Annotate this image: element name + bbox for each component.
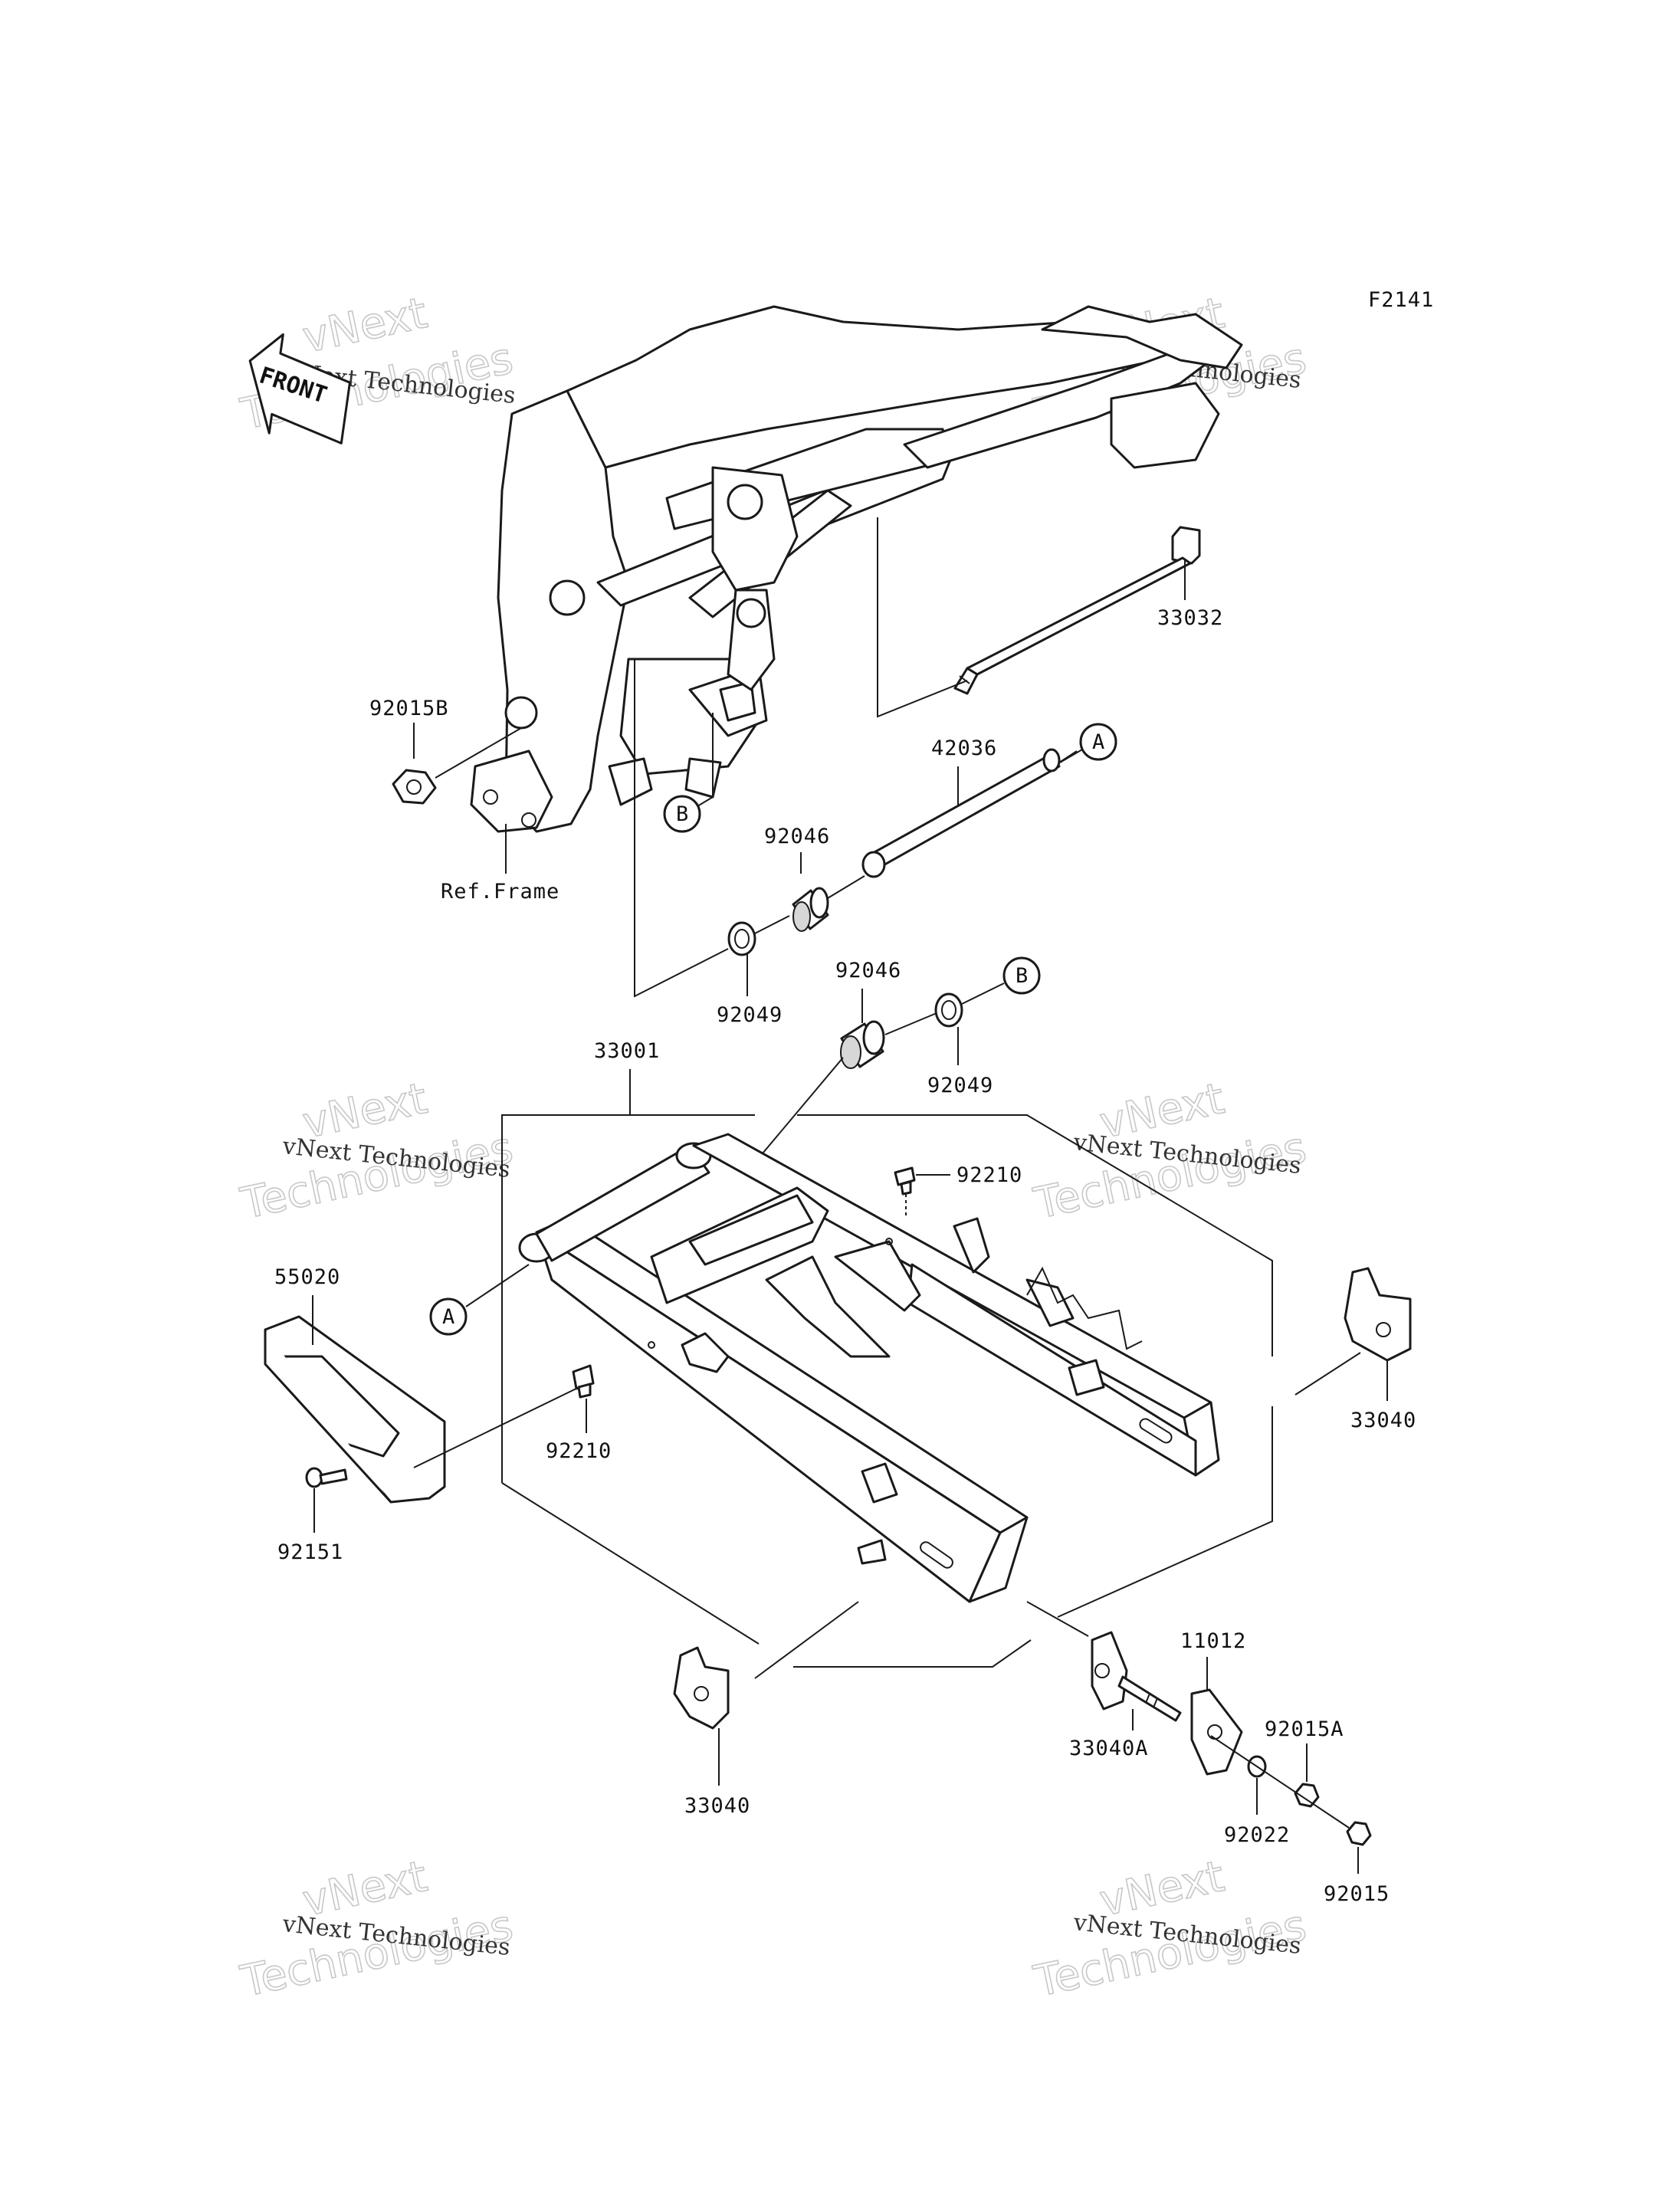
- bolt-92151: [305, 1467, 348, 1488]
- plate-11012: [1190, 1688, 1243, 1776]
- part-92151-label: 92151: [277, 1540, 343, 1564]
- part-92049-upper-label: 92049: [717, 1003, 783, 1027]
- part-92210-side-label: 92210: [546, 1439, 612, 1463]
- part-92015-label: 92015: [1324, 1882, 1390, 1906]
- nut-92015a: [1294, 1783, 1320, 1808]
- part-92046-lower-label: 92046: [835, 959, 901, 982]
- part-33040-bottom-label: 33040: [684, 1794, 750, 1818]
- chain-guard-55020: [264, 1315, 446, 1504]
- part-33001-label: 33001: [594, 1039, 660, 1063]
- watermark-mid-right: vNext Technologies vNext Technologies: [1029, 1073, 1311, 1229]
- callout-a-lower: [429, 1297, 468, 1336]
- swingarm-33001: [518, 1133, 1220, 1603]
- callout-b-lower-text: B: [1016, 964, 1029, 988]
- part-92046-upper-label: 92046: [764, 825, 830, 848]
- callout-a-lower-text: A: [442, 1305, 455, 1329]
- collar-42036: [861, 748, 1061, 878]
- main-frame: [470, 305, 1243, 833]
- part-92015a-label: 92015A: [1265, 1717, 1344, 1741]
- bearing-92046-lower: [840, 1020, 885, 1069]
- front-arrow-icon: FRONT: [248, 333, 351, 444]
- chain-adjuster-33040-right: [1344, 1267, 1412, 1362]
- diagram-code: F2141: [1368, 288, 1434, 312]
- callout-b-lower: [1002, 956, 1041, 995]
- part-33040a-label: 33040A: [1069, 1737, 1149, 1760]
- part-55020-label: 55020: [274, 1265, 340, 1289]
- part-92049-lower-label: 92049: [927, 1074, 993, 1097]
- screw-92210-side: [572, 1364, 595, 1399]
- part-92015b-label: 92015B: [369, 697, 449, 720]
- part-92022-label: 92022: [1224, 1823, 1290, 1847]
- watermark-bottom-right: vNext Technologies vNext Technologies: [1029, 1851, 1311, 2007]
- part-42036-label: 42036: [931, 736, 997, 760]
- callout-a-top: [1079, 723, 1117, 761]
- bearing-92046-upper: [792, 887, 829, 932]
- part-92210-top-label: 92210: [956, 1163, 1022, 1187]
- chain-adjuster-33040-bottom: [673, 1646, 730, 1730]
- callout-b-top-text: B: [676, 802, 689, 826]
- callout-b-top: [663, 795, 701, 833]
- seal-92049-upper: [727, 921, 756, 956]
- chain-adjuster-33040a: [1091, 1631, 1182, 1722]
- screw-92210-top: [894, 1166, 916, 1196]
- part-33040-right-label: 33040: [1350, 1409, 1416, 1432]
- axle-bolt-33032: [953, 526, 1201, 695]
- watermark-bottom-left: vNext Technologies vNext Technologies: [236, 1851, 518, 2007]
- nut-92015b: [392, 769, 437, 805]
- nut-92015: [1346, 1821, 1372, 1846]
- part-33032-label: 33032: [1157, 606, 1223, 630]
- seal-92049-lower: [934, 992, 963, 1028]
- svg-text:vNext: vNext: [298, 288, 431, 363]
- ref-frame-label: Ref.Frame: [441, 880, 559, 904]
- watermark-mid-left: vNext Technologies vNext Technologies: [236, 1073, 518, 1229]
- callout-a-top-text: A: [1092, 730, 1105, 754]
- part-11012-label: 11012: [1180, 1629, 1246, 1653]
